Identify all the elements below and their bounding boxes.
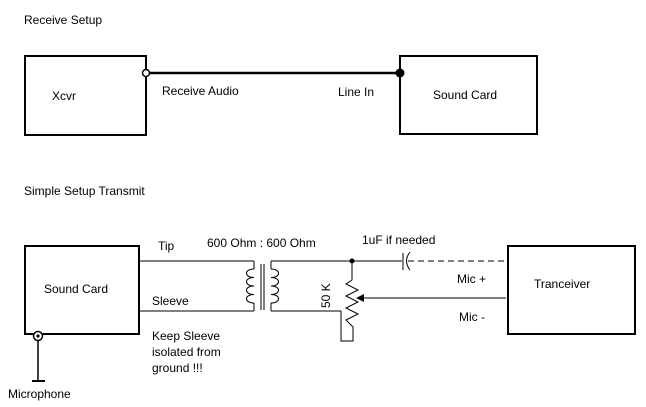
- potentiometer-50k: [344, 279, 360, 328]
- rx-sound-card-box: [399, 55, 538, 135]
- transformer-primary-coil: [246, 268, 255, 304]
- capacitor-label: 1uF if needed: [362, 233, 435, 247]
- receive-setup-title: Receive Setup: [24, 13, 102, 27]
- microphone-jack-center: [36, 334, 40, 338]
- tranceiver-box: [507, 245, 636, 335]
- tx-sound-card-box: [24, 245, 140, 335]
- xcvr-box: [24, 55, 147, 136]
- rx-sound-card-label: Sound Card: [433, 88, 497, 102]
- tip-label: Tip: [158, 239, 175, 253]
- pot-value-label: 50 K: [319, 283, 333, 308]
- transformer-secondary-coil: [270, 268, 279, 304]
- transformer-label: 600 Ohm : 600 Ohm: [207, 236, 316, 250]
- xcvr-output-jack: [141, 68, 151, 78]
- mic-plus-label: Mic +: [457, 272, 486, 286]
- transmit-setup-title: Simple Setup Transmit: [24, 184, 145, 198]
- tx-sound-card-label: Sound Card: [44, 282, 108, 296]
- xcvr-label: Xcvr: [52, 89, 76, 103]
- sleeve-label: Sleeve: [152, 294, 189, 308]
- pot-wiper-arrow: [356, 294, 364, 302]
- line-in-label: Line In: [338, 85, 374, 99]
- tranceiver-label: Tranceiver: [534, 277, 590, 291]
- transformer-symbol: [246, 264, 279, 310]
- capacitor-curved-plate: [406, 251, 411, 271]
- line-in-jack: [395, 68, 405, 78]
- mic-minus-label: Mic -: [459, 310, 485, 324]
- receive-audio-label: Receive Audio: [162, 84, 239, 98]
- microphone-label: Microphone: [8, 387, 71, 401]
- sleeve-note-line-1: Keep Sleeve: [152, 329, 220, 343]
- sleeve-note-line-2: isolated from: [152, 345, 221, 359]
- pot-ground-return: [340, 311, 354, 342]
- sleeve-note-line-3: ground !!!: [152, 361, 203, 375]
